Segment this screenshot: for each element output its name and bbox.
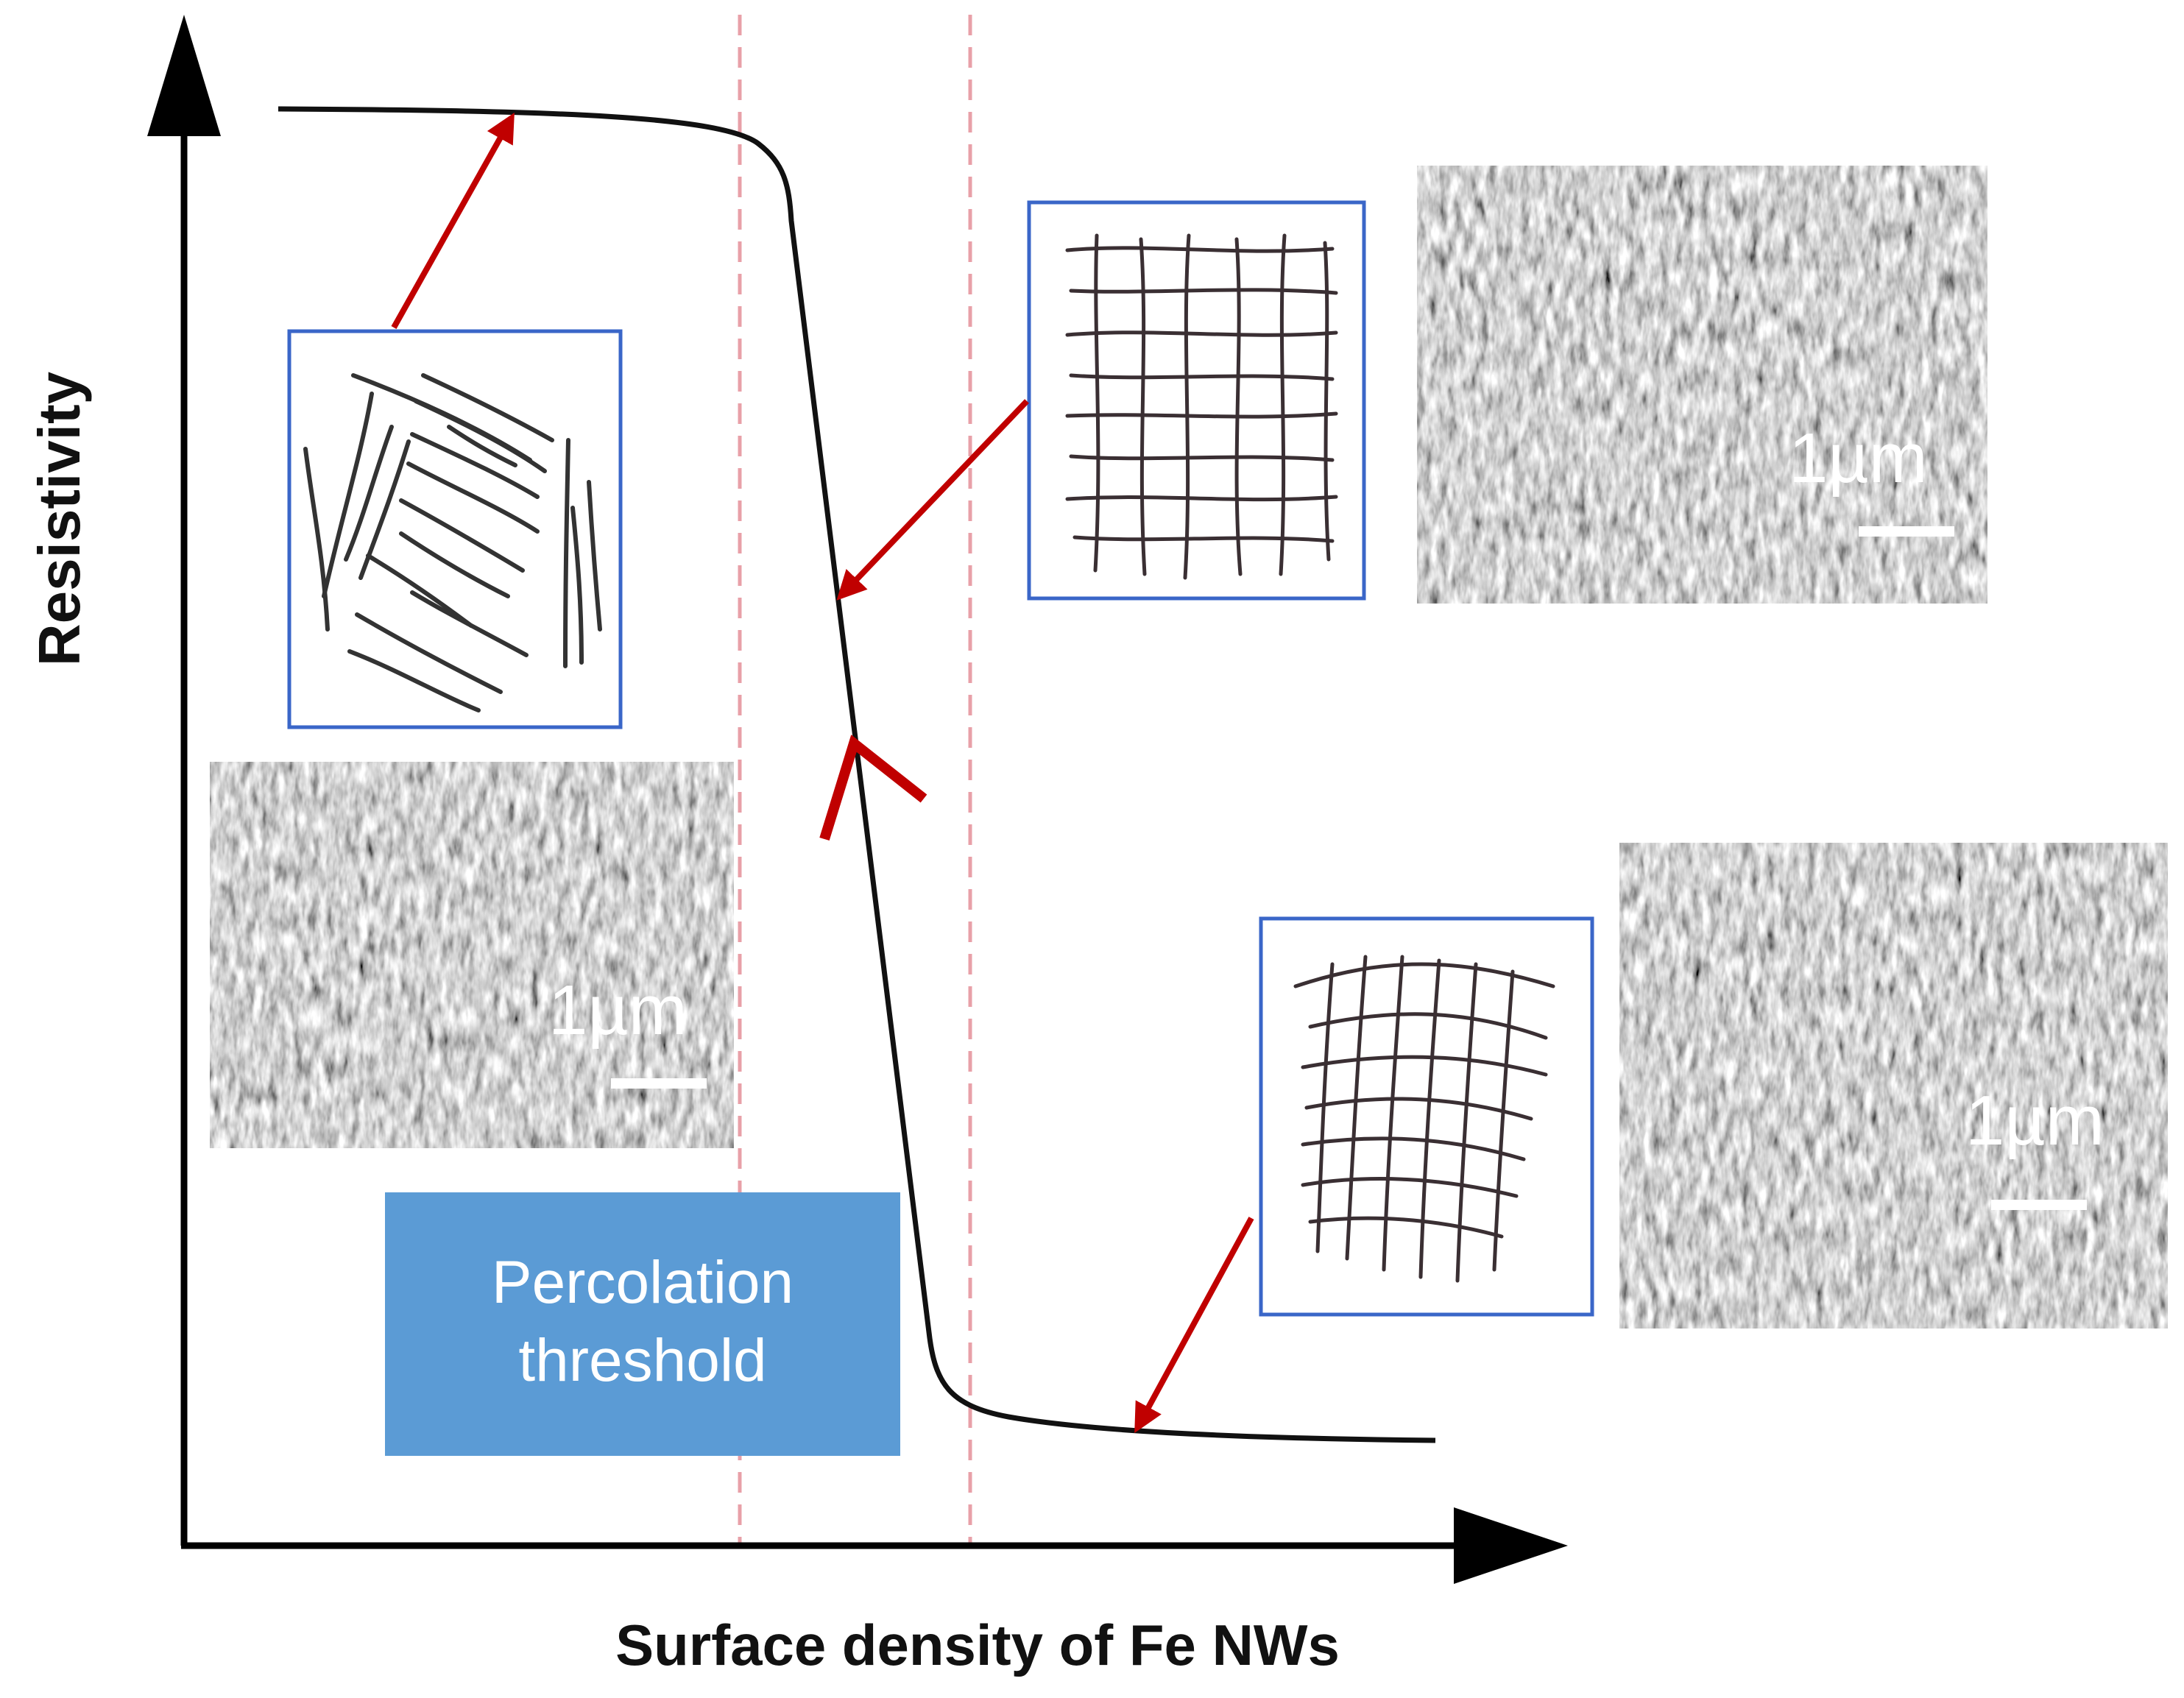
pointer-arrows <box>391 113 1254 1434</box>
x-axis-arrowhead <box>1454 1507 1568 1584</box>
arrow-to-low-plateau <box>1134 1217 1254 1434</box>
inset-disconnected-wires <box>287 329 623 729</box>
threshold-label-line1: Percolation <box>492 1249 794 1316</box>
sem-scale-label: 1µm <box>1965 1081 2105 1160</box>
inset-dense-network <box>1259 916 1594 1317</box>
sem-image-mid-density: 1µm <box>1417 166 1987 604</box>
sem-image-high-density: 1µm <box>1619 843 2168 1329</box>
percolation-threshold-box: Percolation threshold <box>385 1192 900 1456</box>
curve-direction-marker <box>819 735 927 841</box>
arrow-to-high-plateau <box>391 113 515 329</box>
sem-image-low-density: 1µm <box>210 762 734 1148</box>
y-axis-label: Resistivity <box>26 371 92 666</box>
threshold-label-line2: threshold <box>518 1327 766 1394</box>
resistivity-curve <box>278 106 1436 1443</box>
y-axis-arrowhead <box>147 15 221 136</box>
sem-scale-bar <box>611 1078 707 1089</box>
axes <box>147 15 1568 1584</box>
inset-partial-network <box>1027 200 1366 601</box>
x-axis-label: Surface density of Fe NWs <box>615 1613 1340 1677</box>
sem-scale-label: 1µm <box>548 971 688 1050</box>
sem-scale-label: 1µm <box>1789 419 1928 498</box>
sem-scale-bar <box>1859 526 1954 537</box>
arrow-to-steep-drop <box>836 399 1029 601</box>
sem-scale-bar <box>1991 1200 2087 1210</box>
